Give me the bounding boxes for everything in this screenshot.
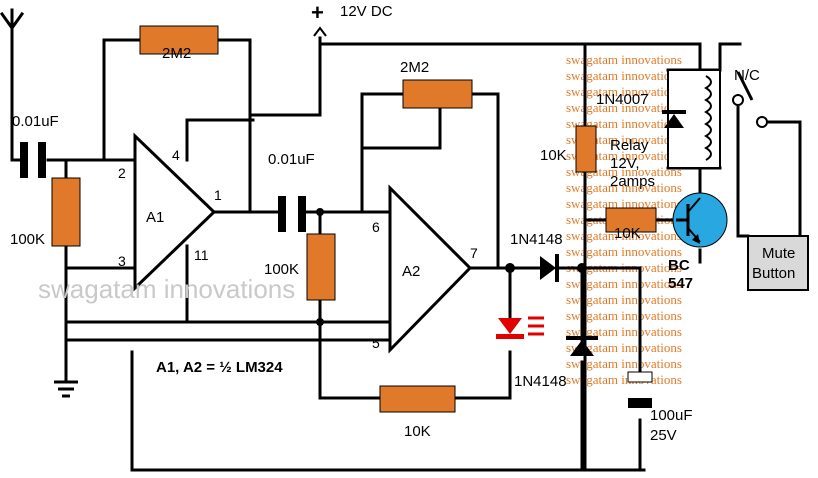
wires bbox=[10, 26, 802, 472]
resistor-10k-a2-feedback: 10K bbox=[379, 385, 456, 440]
transistor-label-2: 547 bbox=[668, 275, 693, 292]
watermark-stamp-line: swagatam innovations bbox=[566, 356, 682, 371]
plus-symbol: + bbox=[311, 0, 324, 25]
r-base-label: 10K bbox=[614, 225, 641, 242]
a1-pin-inv: 2 bbox=[118, 165, 126, 181]
a1-pin-noninv: 3 bbox=[118, 253, 126, 269]
watermark-stamp-line: swagatam innovations bbox=[566, 292, 682, 307]
watermark-stamp-line: swagatam innovations bbox=[566, 100, 682, 115]
d-relay-label: 1N4007 bbox=[596, 91, 649, 108]
a1-pin-vcc: 4 bbox=[172, 147, 180, 163]
watermark-stamp-line: swagatam innovations bbox=[566, 68, 682, 83]
watermark-stamp-line: swagatam innovations bbox=[566, 84, 682, 99]
relay-label-2: 12V, bbox=[610, 155, 639, 172]
a2-pin-out: 7 bbox=[470, 245, 478, 261]
watermark-stamp-line: swagatam innovations bbox=[566, 196, 682, 211]
opamp-a2: A2 6 5 7 bbox=[372, 184, 478, 354]
opamp-a1: A1 2 3 4 1 11 bbox=[118, 132, 222, 292]
cap-label-2: 25V bbox=[650, 427, 677, 444]
watermark-stamp-line: swagatam innovations bbox=[566, 52, 682, 67]
watermark-stamp-line: swagatam innovations bbox=[566, 324, 682, 339]
d2-label: 1N4148 bbox=[514, 373, 567, 390]
relay-label-1: Relay bbox=[610, 137, 649, 154]
watermark-stamp-line: swagatam innovations bbox=[566, 372, 682, 387]
a2-pin-inv: 6 bbox=[372, 219, 380, 235]
capacitor-c1: 0.01uF bbox=[12, 113, 59, 178]
r-pullup-label: 10K bbox=[540, 147, 567, 164]
relay-contacts: N/C bbox=[732, 67, 768, 128]
led-icon bbox=[496, 316, 544, 339]
watermark-stamp-line: swagatam innovations bbox=[566, 340, 682, 355]
supply-label: + 12V DC bbox=[311, 0, 393, 37]
resistor-r1-100k: 100K bbox=[10, 177, 81, 248]
relay-coil-icon: 1N4007 Relay 12V, 2amps bbox=[596, 69, 721, 190]
capacitor-c2: 0.01uF bbox=[268, 151, 315, 232]
relay-label-3: 2amps bbox=[610, 173, 655, 190]
cap-label-1: 100uF bbox=[650, 407, 693, 424]
resistor-10k-pullup: 10K bbox=[540, 125, 597, 173]
transistor-label-1: BC bbox=[668, 257, 690, 274]
r1-label: 100K bbox=[10, 231, 45, 248]
pot-a2-label: 2M2 bbox=[400, 59, 429, 76]
diode-d2: 1N4148 bbox=[514, 336, 598, 390]
supply-voltage-label: 12V DC bbox=[340, 3, 393, 20]
a1-pin-gnd: 11 bbox=[194, 247, 209, 263]
d1-label: 1N4148 bbox=[510, 231, 563, 248]
a2-label: A2 bbox=[402, 263, 420, 280]
watermark-stamp-line: swagatam innovations bbox=[566, 308, 682, 323]
npn-transistor-icon: BC 547 bbox=[668, 192, 728, 292]
watermark-stamp-line: swagatam innovations bbox=[566, 276, 682, 291]
mute-label-1: Mute bbox=[762, 245, 795, 262]
junction-dots bbox=[316, 208, 587, 326]
a2-pin-noninv: 5 bbox=[372, 335, 380, 351]
ic-note: A1, A2 = ½ LM324 bbox=[156, 359, 283, 376]
r-feedback-a2-label: 10K bbox=[404, 423, 431, 440]
potentiometer-2m2-a2: 2M2 bbox=[400, 59, 473, 109]
resistor-2m2-a1: 2M2 bbox=[139, 25, 219, 62]
c1-label: 0.01uF bbox=[12, 113, 59, 130]
diode-d1: 1N4148 bbox=[510, 231, 563, 282]
r-feedback-a1-label: 2M2 bbox=[162, 45, 191, 62]
a1-label: A1 bbox=[146, 209, 164, 226]
contact-label: N/C bbox=[734, 67, 760, 84]
mute-label-2: Button bbox=[752, 265, 795, 282]
antenna-icon bbox=[0, 8, 25, 31]
watermark-main: swagatam innovations bbox=[38, 274, 295, 304]
resistor-r2-100k: 100K bbox=[264, 233, 336, 301]
resistor-10k-base: 10K bbox=[605, 207, 657, 242]
ground-icon bbox=[54, 380, 78, 398]
watermark-stamp-line: swagatam innovations bbox=[566, 244, 682, 259]
mute-button: Mute Button bbox=[747, 235, 809, 291]
r2-label: 100K bbox=[264, 261, 299, 278]
c2-label: 0.01uF bbox=[268, 151, 315, 168]
watermark-stamp-line: swagatam innovations bbox=[566, 180, 682, 195]
capacitor-100uf: 100uF 25V bbox=[627, 371, 693, 444]
a1-pin-out: 1 bbox=[214, 187, 222, 203]
